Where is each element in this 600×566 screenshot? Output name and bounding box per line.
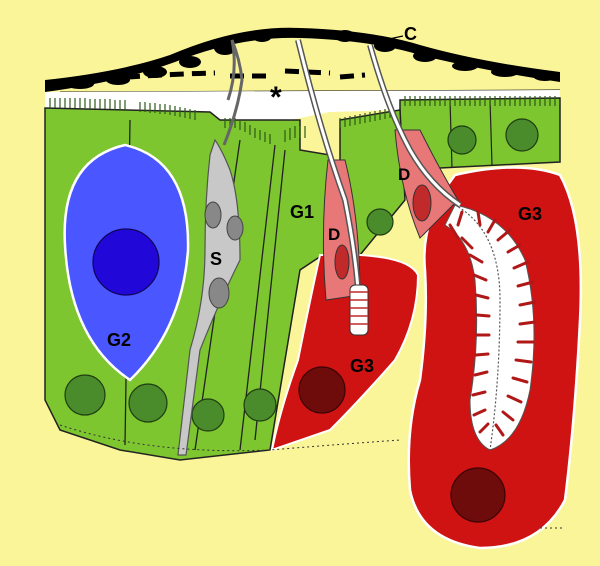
label-d-left: D (328, 225, 340, 244)
label-lumen: * (270, 81, 282, 114)
label-c: C (404, 24, 417, 44)
label-d-right: D (398, 165, 410, 184)
label-g2: G2 (107, 330, 131, 350)
label-s: S (210, 249, 222, 269)
gland-cell-3-right (409, 168, 581, 549)
label-g3-right: G3 (518, 204, 542, 224)
label-g1: G1 (290, 202, 314, 222)
label-g3-left: G3 (350, 356, 374, 376)
